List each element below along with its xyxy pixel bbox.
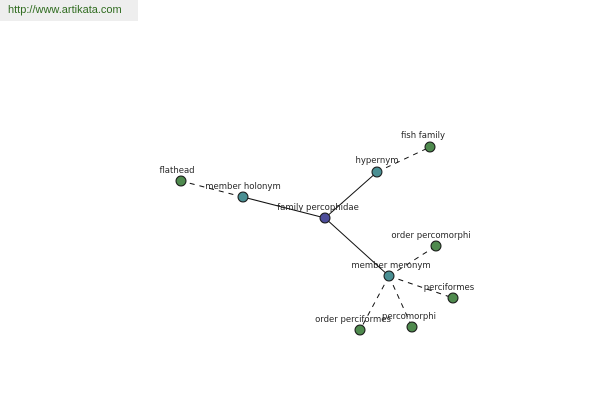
edge-member-meronym-to-perciformes	[388, 275, 454, 299]
edge-member-holonym-to-flathead	[180, 180, 244, 198]
node-label-fish-family[interactable]: fish family	[401, 131, 445, 141]
node-flathead[interactable]	[175, 175, 187, 187]
node-label-member-holonym[interactable]: member holonym	[205, 182, 280, 192]
node-order-perciformes[interactable]	[354, 324, 366, 336]
node-perciformes[interactable]	[447, 292, 459, 304]
node-label-flathead[interactable]: flathead	[159, 166, 194, 176]
node-label-member-meronym[interactable]: member meronym	[351, 261, 430, 271]
node-label-order-perciformes[interactable]: order perciformes	[315, 315, 391, 325]
node-member-meronym[interactable]	[383, 270, 395, 282]
node-percomorphi[interactable]	[406, 321, 418, 333]
node-label-hypernym[interactable]: hypernym	[355, 156, 398, 166]
graph-edges	[180, 146, 454, 331]
node-family-percophidae[interactable]	[319, 212, 331, 224]
edge-family-percophidae-to-member-meronym	[324, 217, 390, 277]
node-label-order-percomorphi[interactable]: order percomorphi	[391, 231, 470, 241]
graph-labels: family percophidae member holonym hypernym…	[159, 131, 474, 325]
graph-nodes	[175, 141, 459, 336]
node-hypernym[interactable]	[371, 166, 383, 178]
edge-family-percophidae-to-hypernym	[324, 171, 378, 219]
node-label-perciformes[interactable]: perciformes	[424, 283, 475, 293]
node-label-family-percophidae[interactable]: family percophidae	[277, 203, 359, 213]
node-fish-family[interactable]	[424, 141, 436, 153]
edge-family-percophidae-to-member-holonym	[242, 196, 326, 219]
source-url[interactable]: http://www.artikata.com	[0, 0, 138, 21]
node-label-percomorphi[interactable]: percomorphi	[382, 312, 436, 322]
node-order-percomorphi[interactable]	[430, 240, 442, 252]
edge-member-meronym-to-order-perciformes	[359, 275, 390, 331]
node-member-holonym[interactable]	[237, 191, 249, 203]
